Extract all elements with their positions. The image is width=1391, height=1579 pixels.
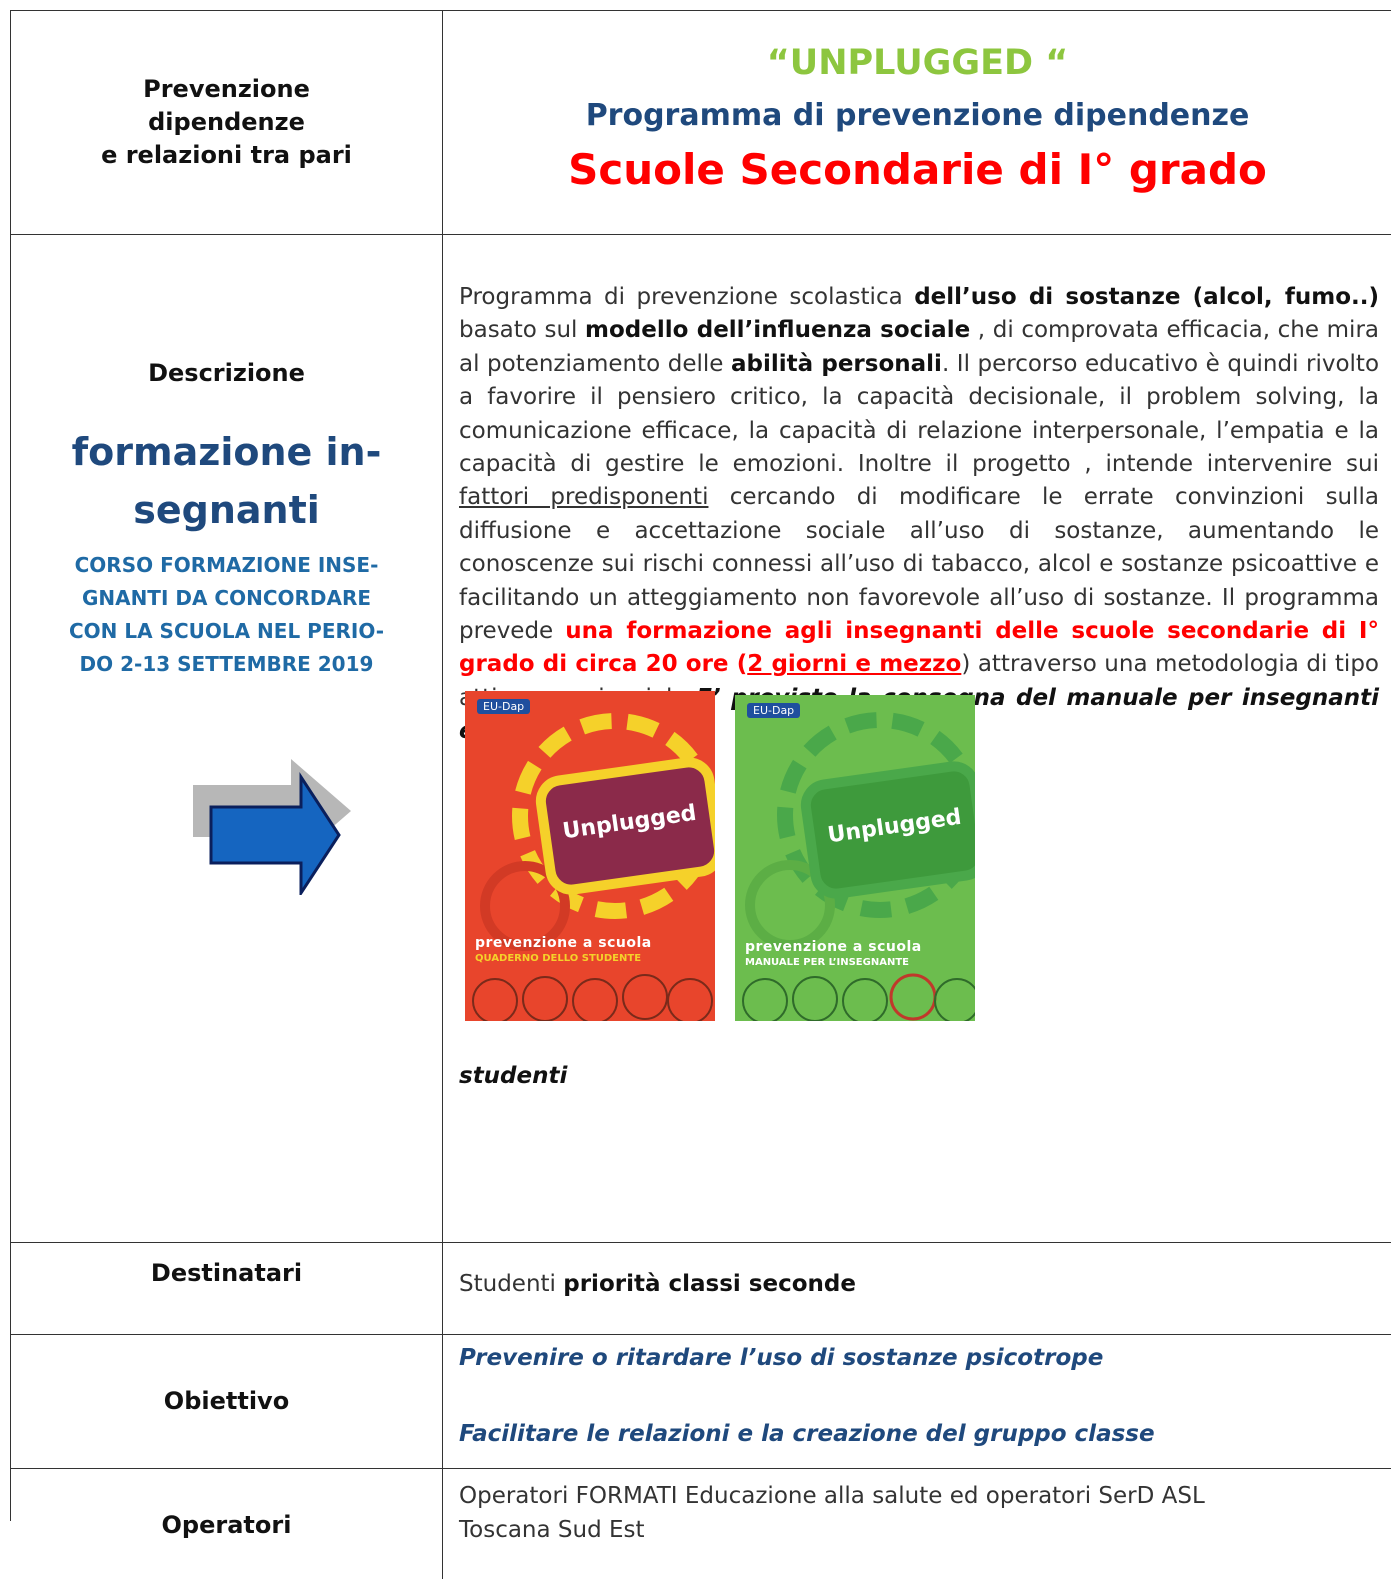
cover-screen: Unplugged [797,758,975,902]
cover-title: Unplugged [826,804,963,849]
cover-line-2: QUADERNO DELLO STUDENTE [475,953,642,964]
operatori-row: Operatori Operatori FORMATI Educazione a… [11,1469,1391,1579]
section-title-line-1: Prevenzione [143,75,310,103]
descrizione-row: Descrizione formazione in- segnanti CORS… [11,235,1391,1243]
destinatari-label: Destinatari [150,1259,303,1287]
cover-line-2: MANUALE PER L’INSEGNANTE [745,957,909,968]
obiettivo-line-2: Facilitare le relazioni e la creazione d… [459,1421,1155,1447]
header-right-cell: “UNPLUGGED “ Programma di prevenzione di… [443,11,1391,234]
desc-bold-model: modello dell’influenza sociale [585,317,971,344]
desc-text-4: . Il percorso educativo è quindi rivolto… [459,350,1380,478]
desc-red-days: 2 giorni e mezzo [747,651,962,678]
course-note: CORSO FORMAZIONE INSE- GNANTI DA CONCORD… [11,549,442,681]
operatori-line-2: Toscana Sud Est [459,1517,645,1543]
desc-bold-substances: dell’uso di sostanze (alcol, fumo..) [914,284,1379,310]
formazione-heading-line-1: formazione in- [71,430,382,474]
obiettivo-right-cell: Prevenire o ritardare l’uso di sostanze … [443,1335,1391,1468]
desc-underlined-factors: fattori predisponenti [459,484,709,511]
destinatari-left-cell: Destinatari [11,1243,443,1334]
desc-bold-abilities: abilità personali [730,350,942,377]
student-workbook-cover: EU-Dap Unplugged prevenzione a scuola QU… [465,691,715,1021]
descrizione-left-cell: Descrizione formazione in- segnanti CORS… [11,235,443,1242]
course-note-line-1: CORSO FORMAZIONE INSE- [74,553,379,577]
cover-decoration-icon [745,712,975,950]
operatori-line-1: Operatori FORMATI Educazione alla salute… [459,1483,1205,1509]
obiettivo-left-cell: Obiettivo [11,1335,443,1468]
section-title-line-2: dipendenze [148,108,305,136]
descrizione-right-cell: Programma di prevenzione scolastica dell… [443,235,1391,1242]
eu-dap-badge: EU-Dap [477,699,531,714]
section-title-line-3: e relazioni tra pari [101,141,352,169]
program-subtitle: Programma di prevenzione dipendenze [585,98,1250,133]
destinatari-value: Studenti priorità classi seconde [459,1271,856,1297]
course-note-line-3: CON LA SCUOLA NEL PERIO- [68,619,385,643]
obiettivo-row: Obiettivo Prevenire o ritardare l’uso di… [11,1335,1391,1469]
description-text: Programma di prevenzione scolastica dell… [459,281,1379,749]
cover-line-1: prevenzione a scuola [745,939,922,955]
course-note-line-2: GNANTI DA CONCORDARE [81,586,372,610]
cover-line-1: prevenzione a scuola [475,935,652,951]
obiettivo-line-1: Prevenire o ritardare l’uso di sostanze … [459,1345,1104,1371]
destinatari-row: Destinatari Studenti priorità classi sec… [11,1243,1391,1335]
faces-illustration-icon [742,973,975,1021]
cover-screen: Unplugged [532,754,715,898]
header-left-cell: Prevenzione dipendenze e relazioni tra p… [11,11,443,234]
course-note-line-4: DO 2-13 SETTEMBRE 2019 [79,652,374,676]
program-title: “UNPLUGGED “ [766,43,1069,83]
desc-text-5: cercando di modificare le errate convinz… [459,484,1380,645]
desc-text-1: Programma di prevenzione scolastica [459,284,915,310]
eu-dap-badge: EU-Dap [747,703,801,718]
destinatari-text: Studenti [459,1271,564,1297]
arrow-right-icon [193,759,351,895]
header-row: Prevenzione dipendenze e relazioni tra p… [11,11,1391,235]
operatori-label: Operatori [161,1511,292,1539]
destinatari-bold: priorità classi seconde [563,1271,856,1297]
teacher-manual-cover: EU-Dap Unplugged prevenzione a scuola MA… [735,695,975,1021]
desc-manual-note-end: studenti [459,1063,568,1089]
destinatari-right-cell: Studenti priorità classi seconde [443,1243,1391,1334]
info-table: Prevenzione dipendenze e relazioni tra p… [10,10,1391,1579]
desc-red-training: una formazione agli insegnanti delle scu… [459,618,1379,678]
faces-illustration-icon [472,974,713,1021]
desc-text-2: basato sul [459,317,586,344]
desc-text-3: , di comprovata efficacia, che mira al p… [459,317,1379,377]
formazione-heading: formazione in- segnanti [11,423,442,539]
operatori-left-cell: Operatori [11,1469,443,1579]
formazione-heading-line-2: segnanti [133,488,320,532]
operatori-right-cell: Operatori FORMATI Educazione alla salute… [443,1469,1391,1579]
school-level-title: Scuole Secondarie di I° grado [568,145,1267,194]
operatori-value: Operatori FORMATI Educazione alla salute… [459,1479,1205,1547]
descrizione-label: Descrizione [148,359,305,387]
cover-title: Unplugged [561,800,698,845]
obiettivo-label: Obiettivo [163,1387,290,1415]
